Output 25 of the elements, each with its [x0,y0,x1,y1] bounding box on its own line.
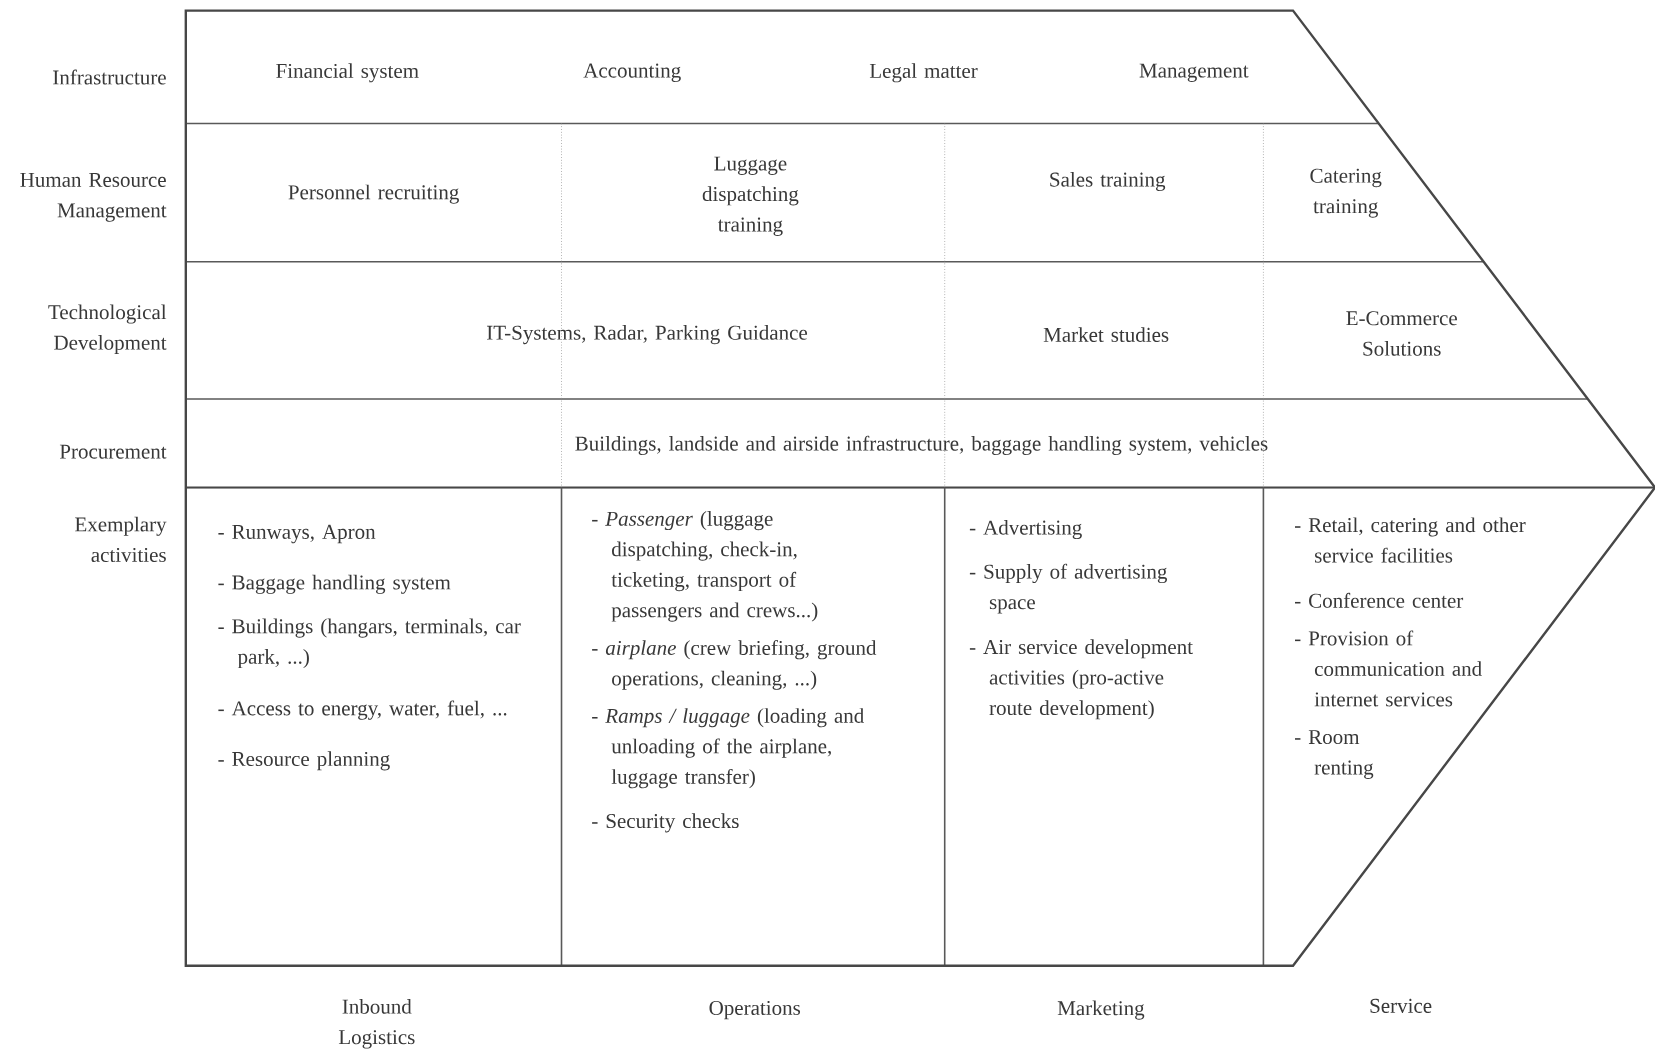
activity-list: - Advertising - Supply of advertising space - Air service development activities (pro-active route development) [969,519,1193,720]
cell-text: Accounting [583,63,681,82]
cell-text: Financial system [276,63,419,83]
row-label: Technological Development [48,304,167,355]
cell-text: Market studies [1043,327,1169,342]
cell-text: Personnel recruiting [288,184,459,204]
activity-list: - Retail, catering and other service facilities - Conference center - Provision of communication and internet services - Room renting [1295,517,1526,779]
cell-text: Luggage dispatching training [702,156,799,236]
cell-text: Buildings, landside and airside infrastructure, baggage handling system, vehicles [575,435,1268,456]
row-label: Procurement [59,444,167,459]
row-label: Human Resource Management [20,173,167,222]
row-label: Exemplary activities [75,516,167,562]
cell-text: Management [1139,63,1249,82]
activity-list: - Passenger (luggage dispatching, check-in, ticketing, transport of passengers and crews...) - airplane (crew briefing, ground operations, cleaning, ...) - Ramps / luggage (loading and unloading of the airplane, luggage transfer) - Security checks [592,511,877,833]
column-label: Marketing [1057,1000,1145,1020]
cell-text: Sales training [1050,171,1166,192]
cell-text: IT-Systems, Radar, Parking Guidance [487,325,808,345]
cell-text: E-Commerce Solutions [1346,311,1457,356]
cell-text: Catering training [1310,168,1382,218]
activity-list: - Runways, Apron - Baggage handling system - Buildings (hangars, terminals, car park, ...) - Access to energy, water, fuel, ... - Resource planning [218,524,521,771]
cell-text: Legal matter [869,63,978,83]
column-label: Service [1370,998,1432,1013]
row-label: Infrastructure [53,69,166,85]
column-label: Inbound Logistics [338,999,415,1049]
column-label: Operations [709,1000,801,1020]
